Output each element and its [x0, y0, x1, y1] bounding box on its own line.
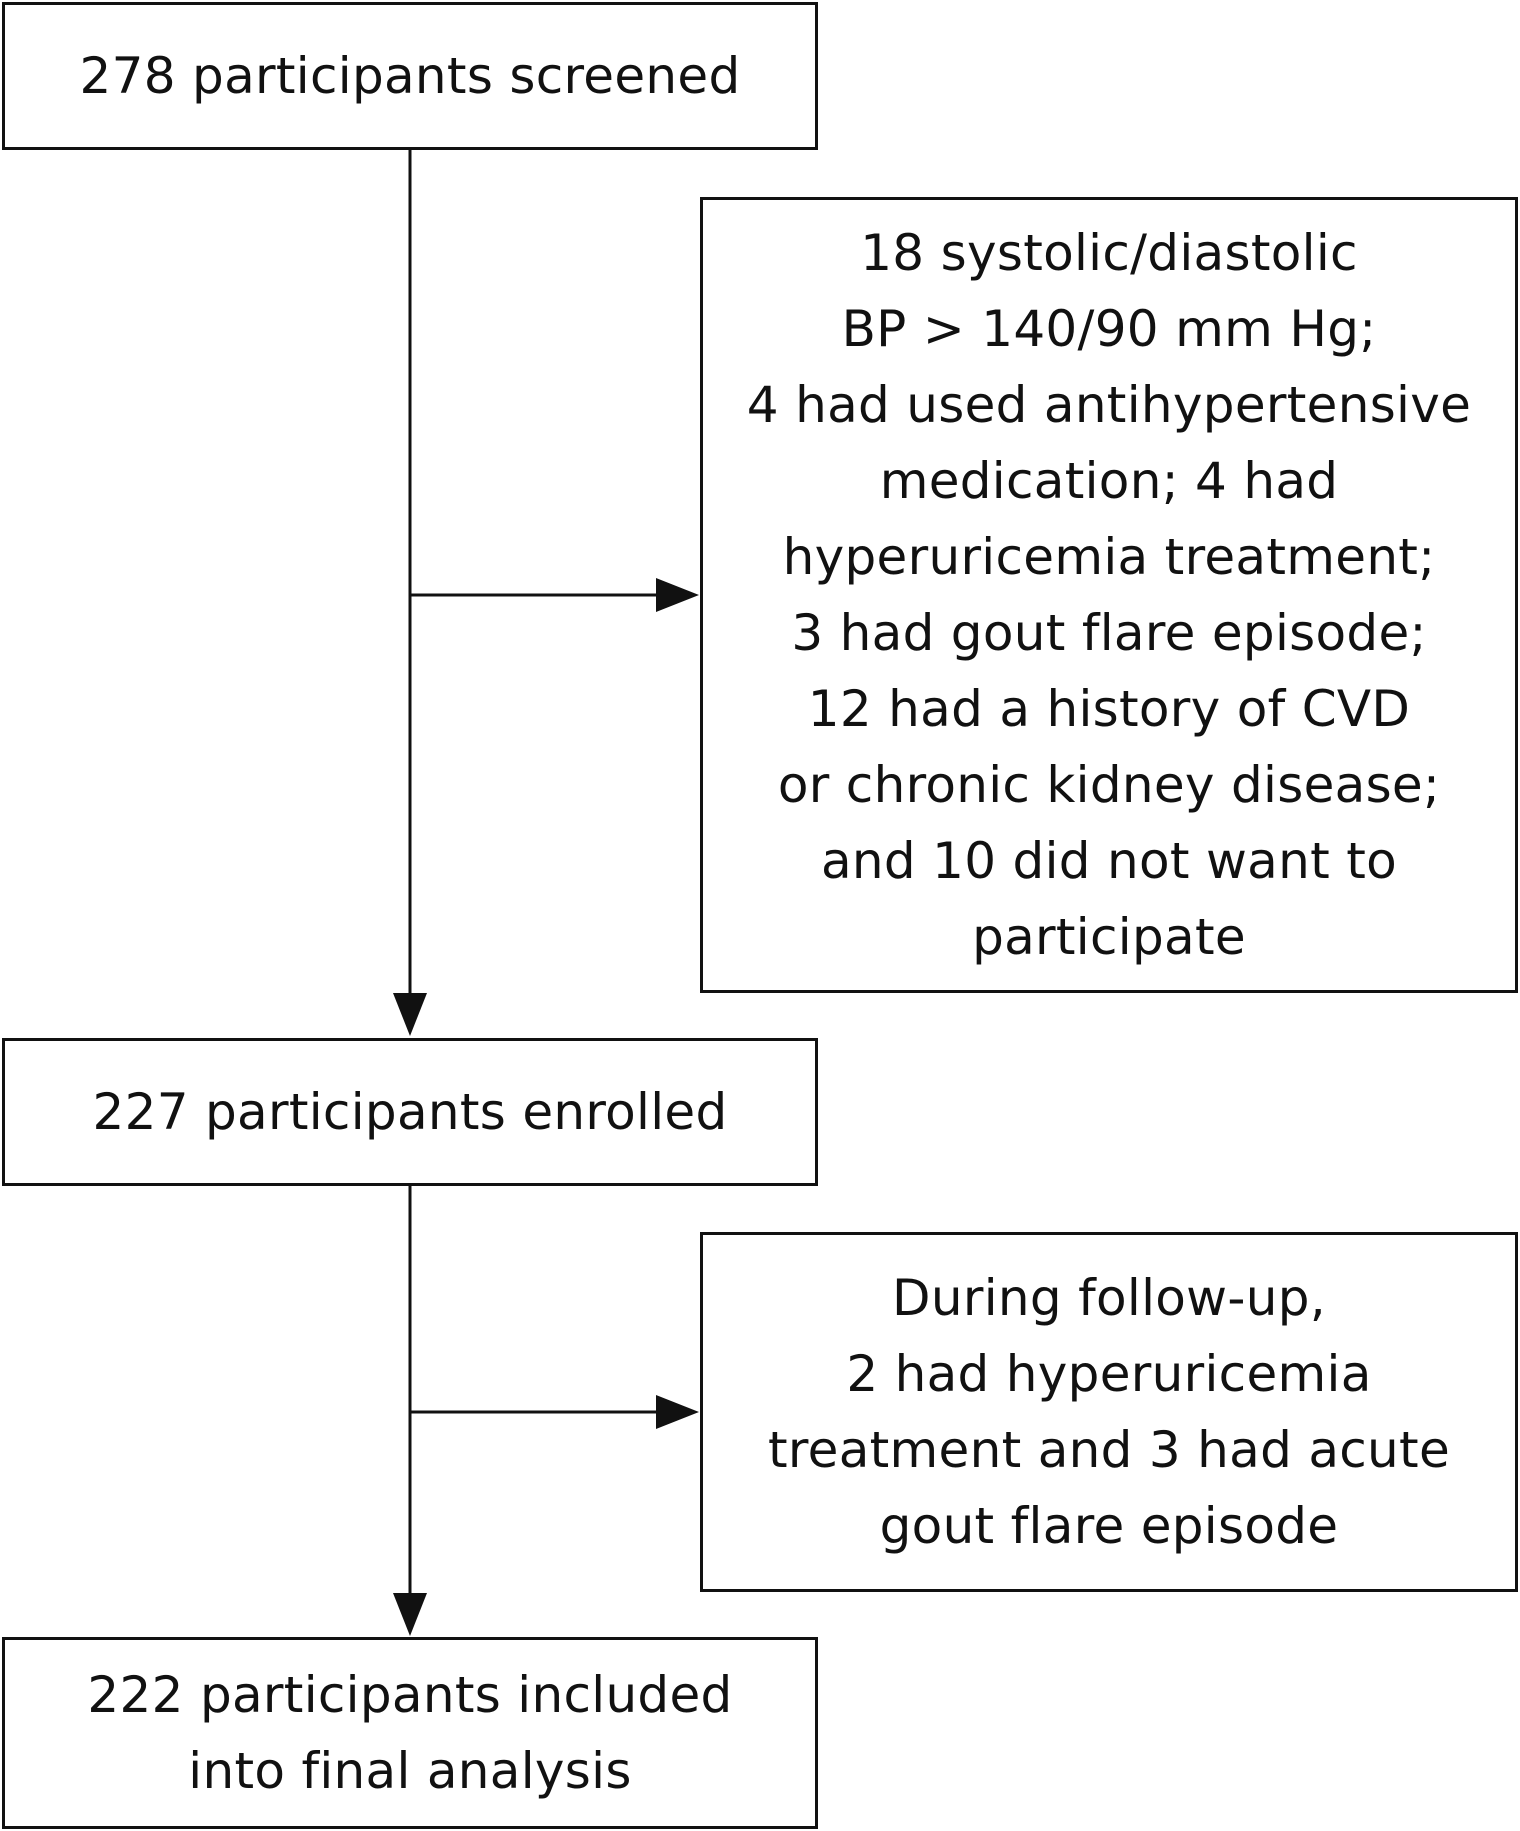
followup-line: During follow-up, — [892, 1269, 1326, 1327]
final-line: 222 participants included — [87, 1666, 733, 1724]
enrolled-box: 227 participants enrolled — [2, 1038, 818, 1186]
followup-line: treatment and 3 had acute — [767, 1421, 1451, 1479]
followup-line: 2 had hyperuricemia — [846, 1345, 1372, 1403]
exclusion-box: 18 systolic/diastolic BP > 140/90 mm Hg;… — [700, 197, 1518, 993]
exclusion-line: 18 systolic/diastolic — [860, 224, 1358, 282]
final-analysis-box: 222 participants included into final ana… — [2, 1637, 818, 1829]
screened-line: 278 participants screened — [79, 47, 741, 105]
followup-line: gout flare episode — [879, 1497, 1339, 1555]
exclusion-line: medication; 4 had — [879, 452, 1339, 510]
exclusion-line: or chronic kidney disease; — [777, 756, 1441, 814]
exclusion-line: 3 had gout flare episode; — [791, 604, 1427, 662]
screened-box: 278 participants screened — [2, 2, 818, 150]
followup-exclusion-box: During follow-up, 2 had hyperuricemia tr… — [700, 1232, 1518, 1592]
arrowhead-final — [393, 1593, 427, 1636]
final-line: into final analysis — [188, 1742, 632, 1800]
arrowhead-enrolled — [393, 993, 427, 1036]
arrowhead-followup — [656, 1395, 699, 1429]
enrolled-line: 227 participants enrolled — [92, 1083, 728, 1141]
exclusion-line: BP > 140/90 mm Hg; — [841, 300, 1377, 358]
exclusion-line: 4 had used antihypertensive — [746, 376, 1472, 434]
exclusion-line: participate — [972, 908, 1246, 966]
arrowhead-excluded — [656, 578, 699, 612]
exclusion-line: 12 had a history of CVD — [807, 680, 1411, 738]
exclusion-line: and 10 did not want to — [820, 832, 1398, 890]
exclusion-line: hyperuricemia treatment; — [782, 528, 1436, 586]
